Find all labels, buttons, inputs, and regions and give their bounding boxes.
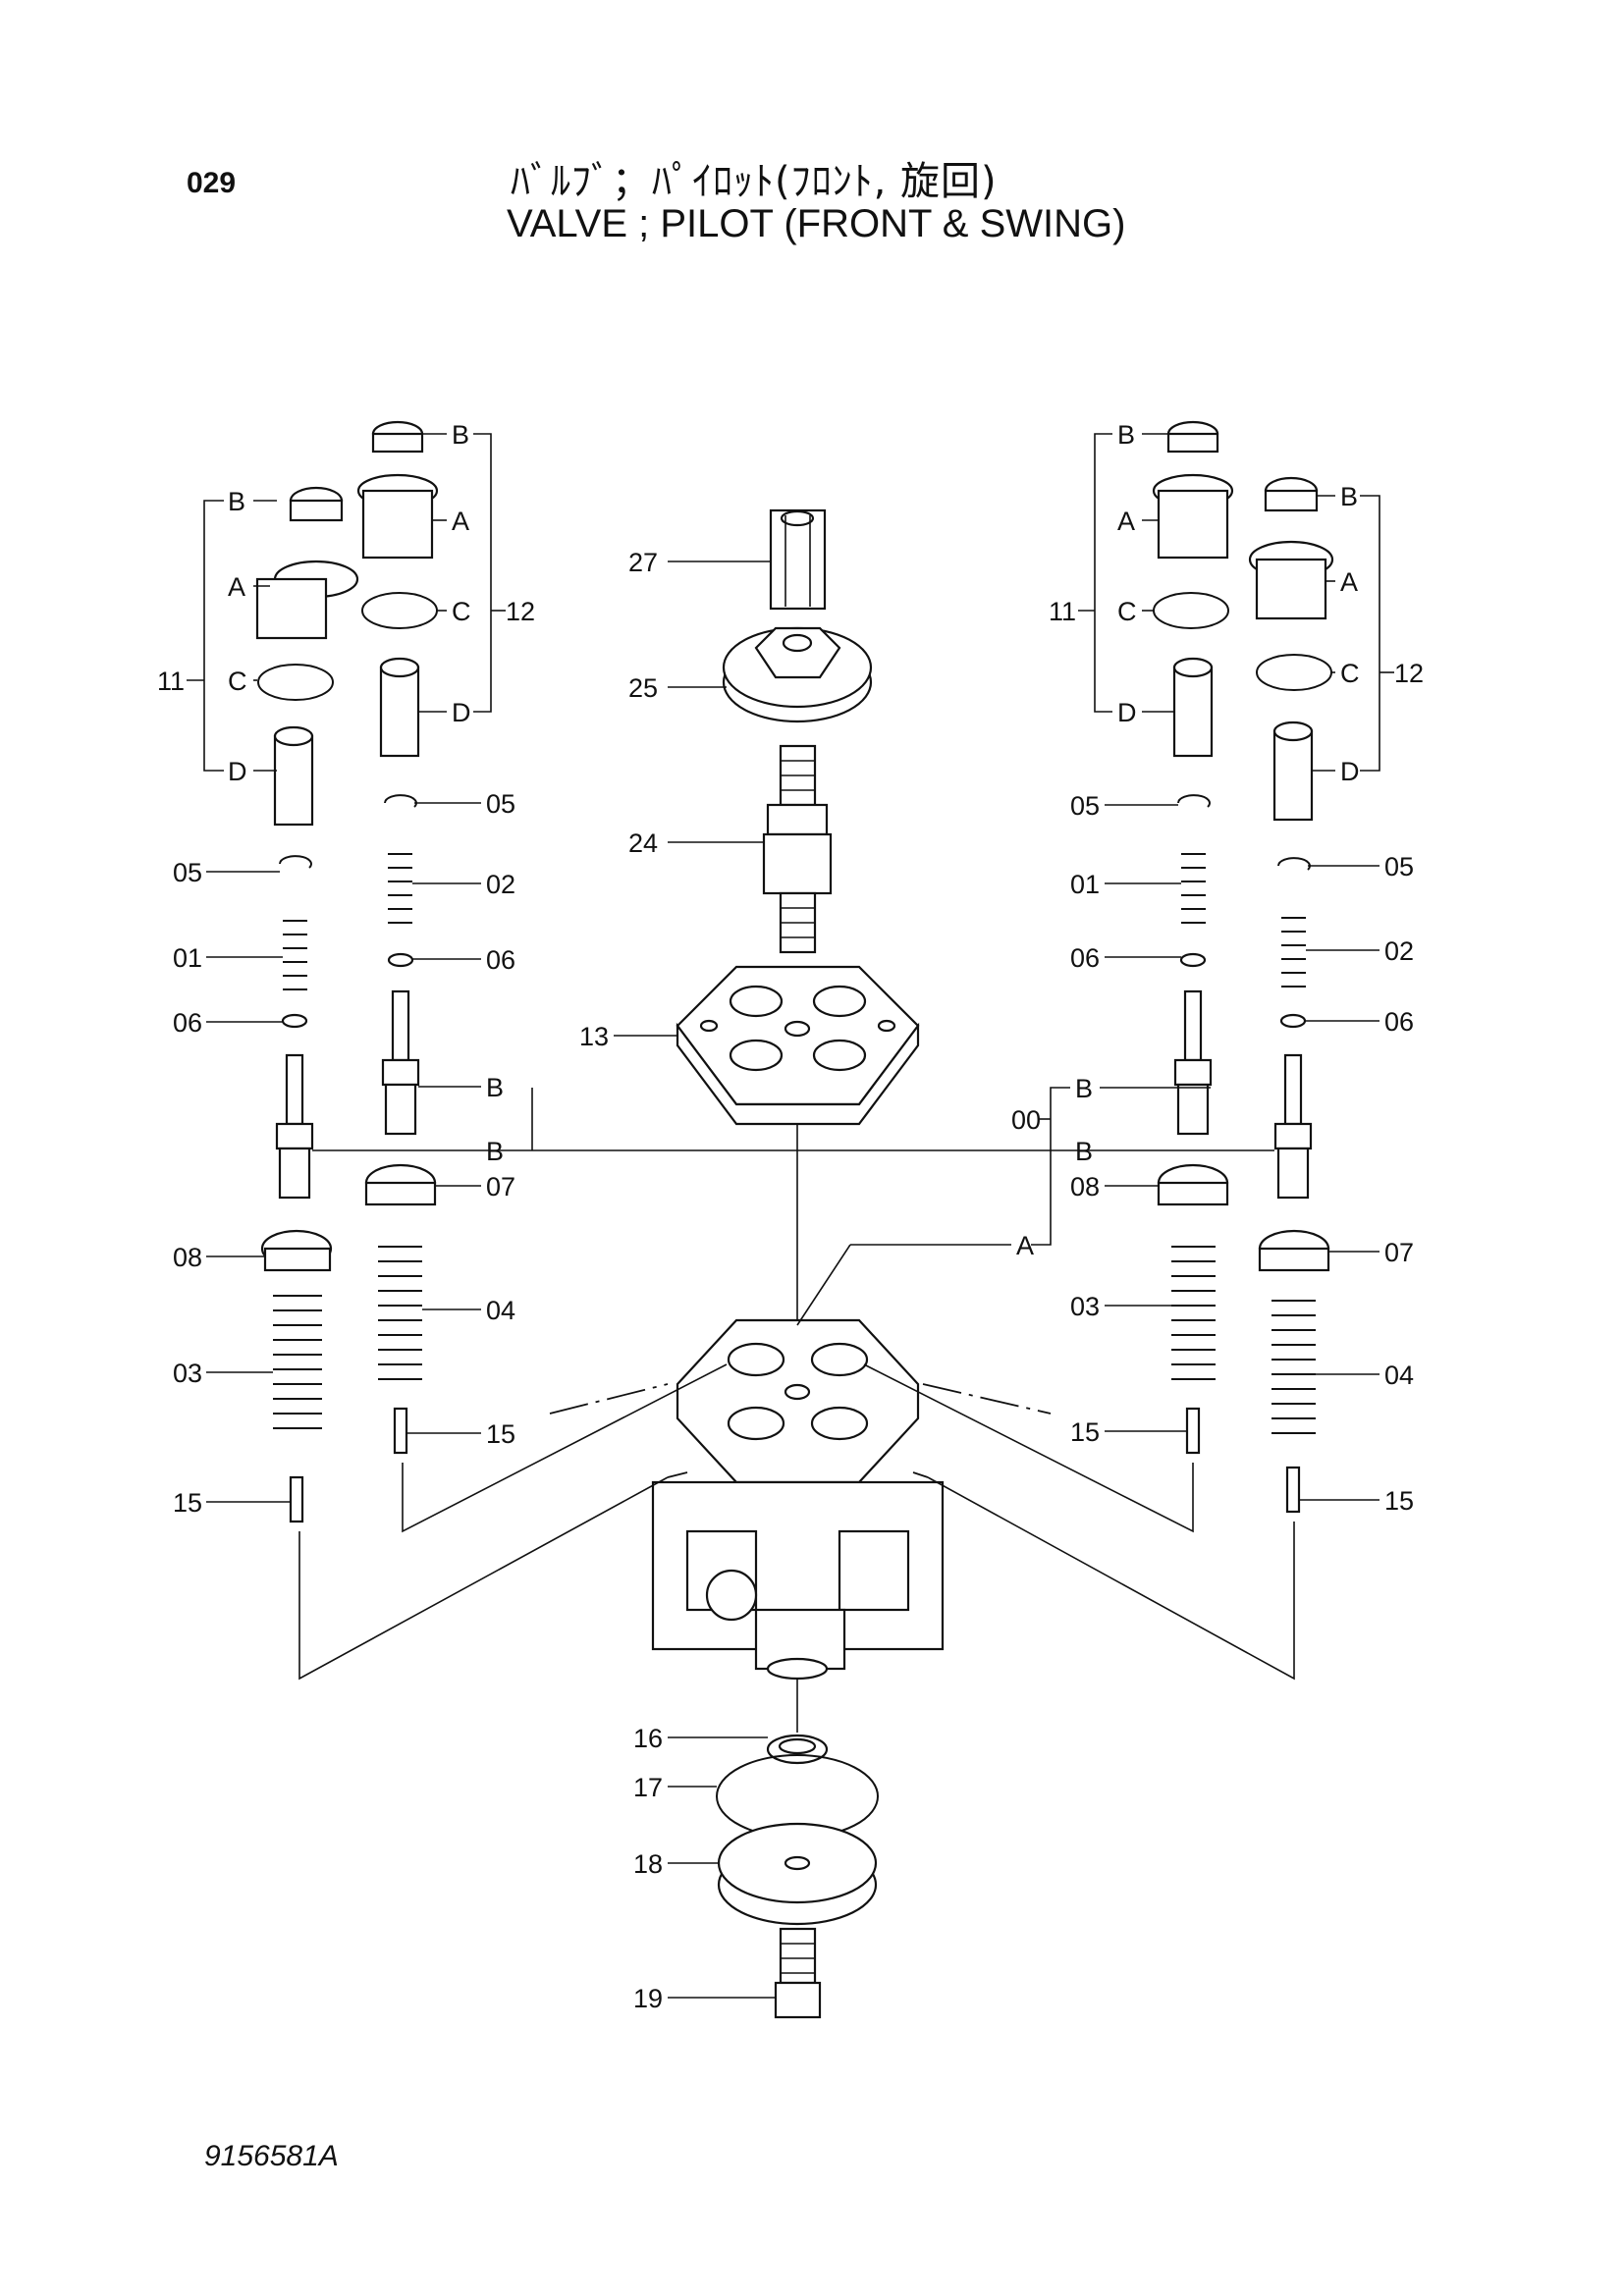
callout-B-right4: B xyxy=(1075,1137,1093,1166)
callout-C-left1: C xyxy=(228,667,247,696)
callout-D-left1: D xyxy=(228,757,247,786)
left-col2-parts xyxy=(356,420,439,1455)
callout-12-right: 12 xyxy=(1394,659,1424,688)
callout-C-right2: C xyxy=(1340,659,1360,688)
callout-19: 19 xyxy=(633,1984,663,2013)
leader-lines xyxy=(187,433,1394,1999)
callout-15-right2: 15 xyxy=(1384,1486,1414,1516)
callout-16: 16 xyxy=(633,1724,663,1753)
callout-labels: 11 B A C D 12 B A C D 05 01 06 08 03 15 … xyxy=(157,420,1424,2013)
callout-12-left: 12 xyxy=(506,597,535,626)
part-27-nut xyxy=(769,508,827,611)
callout-03-left: 03 xyxy=(173,1359,202,1388)
callout-06-left1: 06 xyxy=(173,1008,202,1038)
callout-C-left2: C xyxy=(452,597,471,626)
valve-body xyxy=(651,1318,945,1681)
callout-04-right: 04 xyxy=(1384,1361,1414,1390)
callout-01-left: 01 xyxy=(173,943,202,973)
callout-A-right1: A xyxy=(1117,507,1135,536)
callout-18: 18 xyxy=(633,1849,663,1879)
drawing-number: 9156581A xyxy=(204,2140,339,2172)
callout-07-right: 07 xyxy=(1384,1238,1414,1267)
page-number: 029 xyxy=(187,167,237,199)
callout-24: 24 xyxy=(628,828,658,858)
callout-06-left2: 06 xyxy=(486,945,515,975)
callout-05-right1: 05 xyxy=(1070,791,1100,821)
part-16-seal xyxy=(766,1734,829,1765)
callout-06-right2: 06 xyxy=(1384,1007,1414,1037)
left-col1-parts xyxy=(255,486,359,1523)
callout-B-left3: B xyxy=(486,1073,504,1102)
part-13-plate xyxy=(676,965,920,1126)
callout-08-right: 08 xyxy=(1070,1172,1100,1201)
callout-02-right: 02 xyxy=(1384,936,1414,966)
callout-B-left1: B xyxy=(228,487,245,516)
part-18-plug xyxy=(717,1822,878,1926)
callout-A-left2: A xyxy=(452,507,469,536)
callout-05-left2: 05 xyxy=(486,789,515,819)
callout-B-right1: B xyxy=(1117,420,1135,450)
callout-05-right2: 05 xyxy=(1384,852,1414,881)
part-25-plate-nut xyxy=(722,626,873,723)
callout-07-left: 07 xyxy=(486,1172,515,1201)
callout-05-left1: 05 xyxy=(173,858,202,887)
part-19-bolt xyxy=(774,1927,822,2019)
callout-17: 17 xyxy=(633,1773,663,1802)
part-24-joint-shaft xyxy=(762,744,833,954)
callout-00-right: 00 xyxy=(1011,1105,1041,1135)
title-english: VALVE ; PILOT (FRONT & SWING) xyxy=(507,202,1126,245)
callout-B-left4: B xyxy=(486,1137,504,1166)
assembly-lines xyxy=(298,1088,1295,1681)
callout-13: 13 xyxy=(579,1022,609,1051)
callout-D-right2: D xyxy=(1340,757,1360,786)
right-col1-parts xyxy=(1152,420,1234,1455)
callout-02-left: 02 xyxy=(486,870,515,899)
callout-08-left: 08 xyxy=(173,1243,202,1272)
callout-B-left2: B xyxy=(452,420,469,450)
callout-06-right1: 06 xyxy=(1070,943,1100,973)
callout-11-right: 11 xyxy=(1049,597,1076,626)
title-japanese: ﾊﾞﾙﾌﾞ；ﾊﾟｲﾛｯﾄ(ﾌﾛﾝﾄ, 旋回) xyxy=(511,159,998,204)
callout-03-right: 03 xyxy=(1070,1292,1100,1321)
callout-04-left: 04 xyxy=(486,1296,515,1325)
callout-D-right1: D xyxy=(1117,698,1137,727)
callout-C-right1: C xyxy=(1117,597,1137,626)
callout-01-right: 01 xyxy=(1070,870,1100,899)
callout-A-right2: A xyxy=(1340,567,1358,597)
callout-11-left: 11 xyxy=(157,667,185,696)
callout-D-left2: D xyxy=(452,698,471,727)
callout-15-left1: 15 xyxy=(173,1488,202,1518)
callout-A-left1: A xyxy=(228,572,245,602)
callout-B-right3: B xyxy=(1075,1074,1093,1103)
callout-15-left2: 15 xyxy=(486,1419,515,1449)
callout-25: 25 xyxy=(628,673,658,703)
callout-A-right3: A xyxy=(1016,1231,1034,1260)
callout-27: 27 xyxy=(628,548,658,577)
callout-15-right1: 15 xyxy=(1070,1417,1100,1447)
callout-B-right2: B xyxy=(1340,482,1358,511)
right-col2-parts xyxy=(1248,476,1334,1514)
